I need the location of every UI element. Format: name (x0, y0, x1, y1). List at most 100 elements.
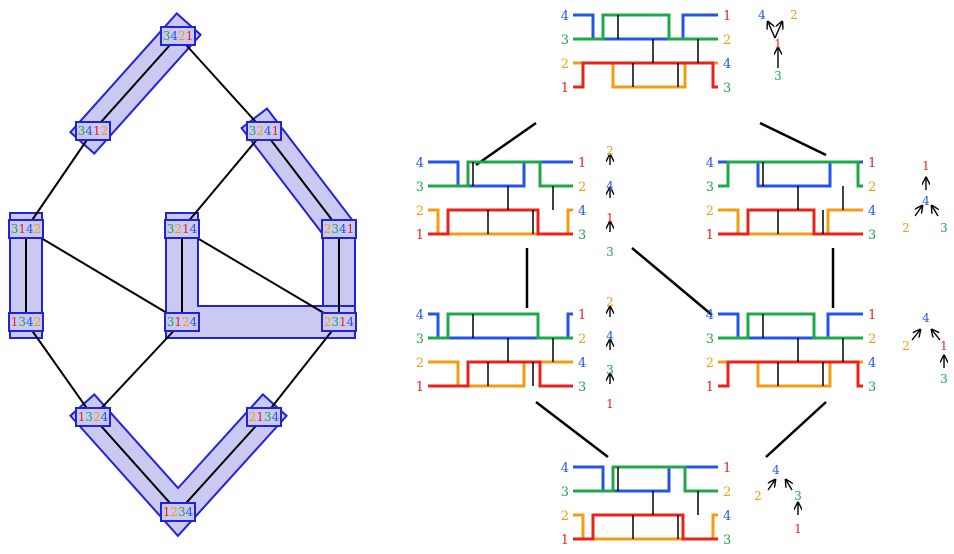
tree-arrow (914, 206, 922, 217)
digit: 1 (339, 315, 347, 329)
wire-4 (573, 13, 718, 41)
node-label: 1324 (78, 410, 109, 424)
digit: 2 (174, 222, 182, 236)
wire-1 (573, 61, 718, 89)
digit: 1 (182, 222, 190, 236)
wire-2 (718, 360, 863, 388)
wiring-edge-1 (759, 121, 827, 157)
tree-node-label: 1 (774, 37, 782, 51)
wire-3 (573, 465, 718, 493)
right-wire-label: 1 (723, 461, 731, 476)
edge-3214-2314 (181, 228, 340, 323)
wire-3 (428, 160, 573, 188)
right-wire-label: 1 (868, 308, 876, 323)
tree-node-label: 2 (606, 144, 614, 158)
left-wire-label: 1 (561, 533, 569, 548)
wiring-edge-5 (535, 401, 609, 458)
node-box (246, 121, 282, 141)
tree-node-label: 3 (794, 489, 802, 503)
left-wire-label: 4 (561, 461, 569, 476)
digit: 2 (101, 124, 109, 138)
right-wire-label: 2 (578, 180, 586, 195)
tree-node-label: 2 (902, 339, 910, 353)
left-wire-label: 4 (416, 308, 424, 323)
tree-node-label: 4 (758, 8, 766, 22)
node-label: 3412 (78, 124, 109, 138)
left-wire-label: 4 (416, 156, 424, 171)
digit: 3 (264, 410, 272, 424)
right-wire-label: 1 (578, 156, 586, 171)
left-wire-label: 3 (706, 180, 714, 195)
digit: 2 (249, 410, 257, 424)
right-wire-label: 1 (578, 308, 586, 323)
edge-3142-3124 (25, 228, 183, 323)
edge-3412-3142 (25, 130, 94, 230)
tree-node-label: 2 (790, 8, 798, 22)
right-wire-label: 3 (578, 228, 586, 243)
wire-1 (428, 208, 573, 236)
tree-arrow (767, 480, 775, 491)
tree-node-label: 2 (902, 221, 910, 235)
wire-1 (718, 208, 863, 236)
tree-node-label: 1 (794, 522, 802, 536)
wire-2 (573, 61, 718, 89)
digit: 2 (178, 29, 186, 43)
digit: 2 (93, 410, 101, 424)
tree-node-label: 3 (606, 363, 614, 377)
right-wire-label: 2 (578, 332, 586, 347)
digit: 1 (256, 410, 264, 424)
wiring-edge-6 (765, 401, 827, 458)
right-wire-label: 2 (868, 332, 876, 347)
right-wire-label: 3 (868, 228, 876, 243)
digit: 4 (190, 315, 198, 329)
right-wire-label: 3 (868, 380, 876, 395)
digit: 1 (186, 29, 194, 43)
node-box (164, 312, 200, 332)
wire-4 (428, 312, 573, 340)
tree-node-label: 3 (606, 245, 614, 259)
wire-2 (428, 360, 573, 388)
digit: 4 (101, 410, 109, 424)
tree-node-label: 4 (772, 463, 780, 477)
edge-3421-3412 (92, 35, 179, 132)
digit: 1 (11, 315, 19, 329)
region-fill-1324-1234-2134 (71, 395, 286, 535)
left-wire-label: 4 (706, 156, 714, 171)
right-wire-label: 2 (723, 33, 731, 48)
digit: 3 (178, 505, 186, 519)
digit: 2 (182, 315, 190, 329)
edge-2314-2134 (263, 321, 340, 418)
digit: 3 (249, 124, 257, 138)
node-box (321, 312, 357, 332)
edge-3241-2341 (263, 130, 340, 230)
node-3142: 3142 (8, 219, 44, 239)
wire-3 (428, 312, 573, 340)
digit: 3 (167, 222, 175, 236)
tree-node-label: 1 (606, 397, 614, 411)
digit: 1 (78, 410, 86, 424)
tree-arrow (932, 206, 938, 217)
node-label: 2134 (249, 410, 280, 424)
digit: 1 (272, 124, 280, 138)
right-wire-label: 1 (868, 156, 876, 171)
node-1342: 1342 (8, 312, 44, 332)
wiring-poset-edges (475, 121, 835, 458)
digit: 4 (170, 29, 178, 43)
digit: 1 (93, 124, 101, 138)
node-box (8, 312, 44, 332)
node-3421: 3421 (160, 26, 196, 46)
tree-node-label: 4 (922, 194, 930, 208)
right-wire-label: 4 (868, 204, 876, 219)
node-box (8, 219, 44, 239)
left-wire-label: 2 (416, 204, 424, 219)
edge-1324-1234 (92, 416, 179, 513)
node-1234: 1234 (160, 502, 196, 522)
